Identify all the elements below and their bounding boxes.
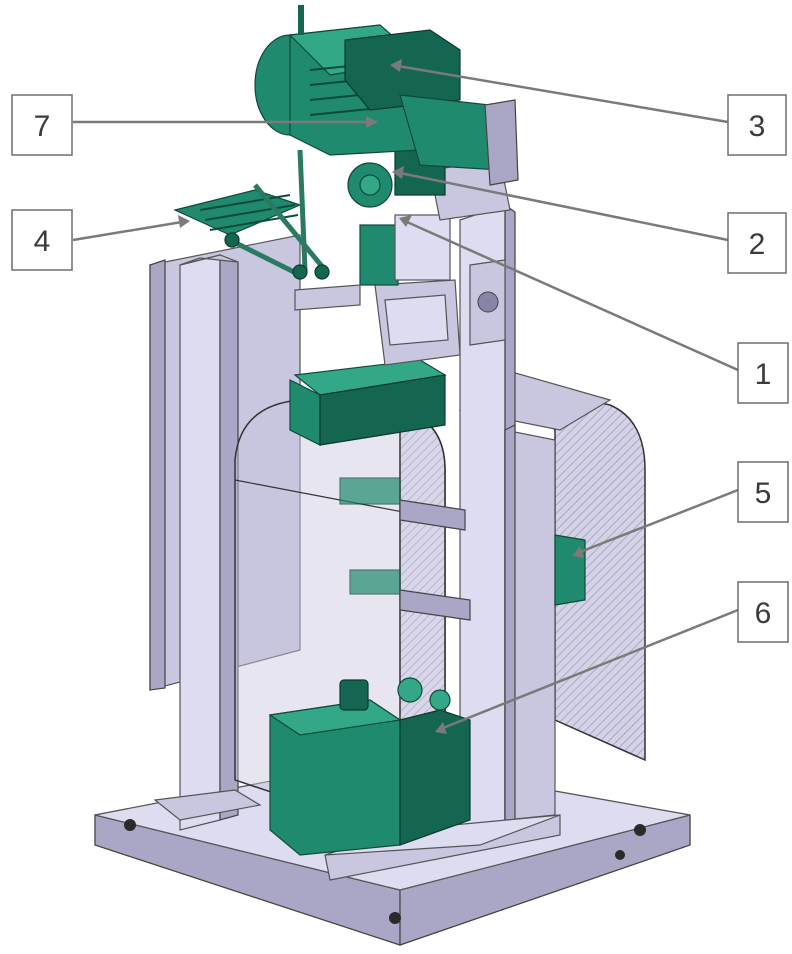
leader-line-3	[397, 64, 729, 124]
leader-line-2	[399, 171, 729, 242]
callout-1: 1	[737, 342, 789, 404]
callout-5: 5	[737, 461, 789, 523]
side-module	[554, 534, 586, 606]
callout-4: 4	[11, 209, 73, 271]
callout-label-5: 5	[755, 477, 772, 510]
leader-arrow-7	[366, 116, 378, 128]
leader-arrow-1	[399, 215, 412, 227]
callout-label-2: 2	[749, 228, 766, 261]
leader-arrow-5	[572, 546, 584, 558]
valve-blocks	[339, 477, 471, 621]
leader-line-4	[72, 220, 183, 242]
callout-label-3: 3	[749, 110, 766, 143]
collection-tray	[289, 359, 447, 446]
callout-label-7: 7	[34, 110, 51, 143]
leader-lines	[72, 59, 739, 734]
leader-line-5	[579, 488, 739, 554]
leader-arrow-4	[178, 215, 190, 228]
callout-6: 6	[737, 581, 789, 643]
left-post	[153, 254, 262, 831]
callout-2: 2	[727, 212, 787, 274]
callout-label-6: 6	[755, 597, 772, 630]
callout-3: 3	[727, 94, 787, 156]
callout-label-1: 1	[755, 358, 772, 391]
callout-label-4: 4	[34, 225, 51, 258]
leader-arrow-2	[392, 166, 404, 179]
hydraulic-unit	[268, 677, 471, 856]
motor-gearbox	[254, 5, 519, 186]
callout-7: 7	[11, 94, 73, 156]
leader-arrow-6	[435, 722, 447, 734]
press-assembly	[294, 214, 506, 366]
leader-line-1	[406, 220, 739, 372]
leader-arrow-3	[390, 59, 402, 72]
right-front-column	[504, 424, 556, 821]
leader-line-6	[442, 608, 739, 730]
linkage-arms	[173, 149, 330, 280]
